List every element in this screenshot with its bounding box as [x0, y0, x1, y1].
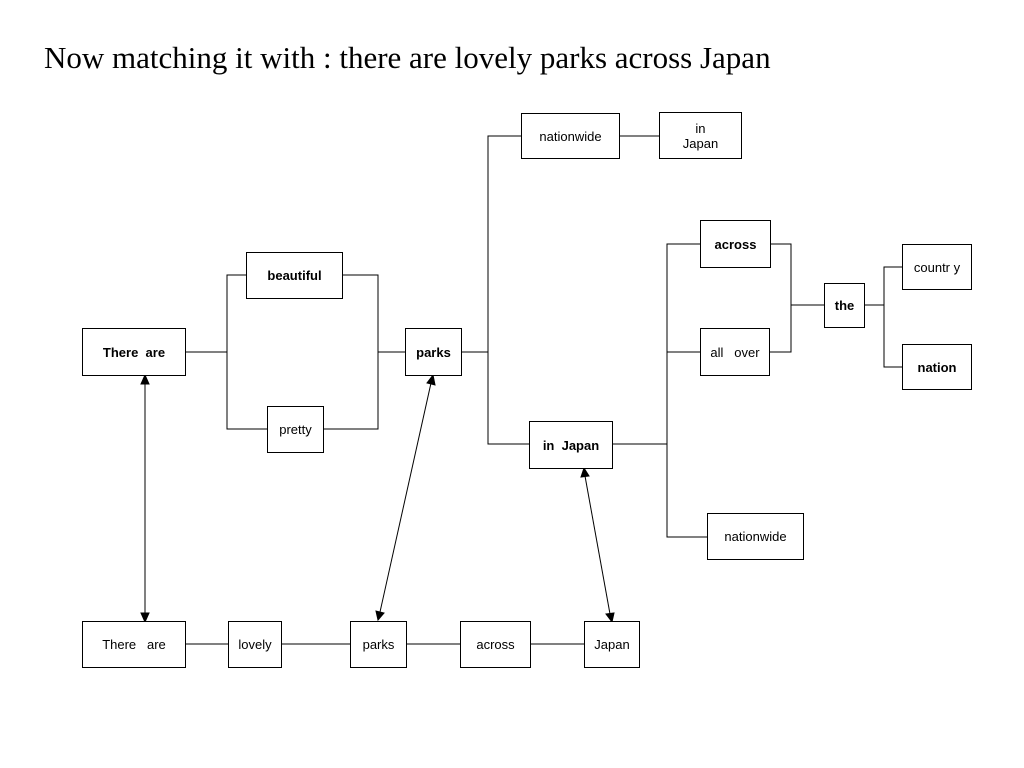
alignment-arrow [584, 475, 611, 615]
arrowhead [605, 612, 615, 624]
node-parks: parks [405, 328, 462, 376]
connector [226, 274, 267, 430]
node-pretty: pretty [267, 406, 324, 453]
node-in-japan: in Japan [529, 421, 613, 469]
node-nationwide-bottom: nationwide [707, 513, 804, 560]
node-beautiful: beautiful [246, 252, 343, 299]
node-nationwide-top: nationwide [521, 113, 620, 159]
arrowhead [580, 466, 590, 478]
arrowhead [375, 610, 385, 622]
connector [883, 266, 903, 368]
slide-title: Now matching it with : there are lovely … [44, 40, 771, 75]
sentence-japan: Japan [584, 621, 640, 668]
sentence-across: across [460, 621, 531, 668]
sentence-lovely: lovely [228, 621, 282, 668]
node-all-over: all over [700, 328, 770, 376]
connector [666, 243, 708, 538]
connector [487, 135, 530, 445]
alignment-arrow [379, 382, 432, 613]
arrowhead [140, 373, 150, 385]
node-the: the [824, 283, 865, 328]
arrowhead [140, 612, 150, 624]
node-country: countr y [902, 244, 972, 290]
node-across: across [700, 220, 771, 268]
node-there-are: There are [82, 328, 186, 376]
sentence-there-are: There are [82, 621, 186, 668]
connector [769, 243, 792, 353]
sentence-parks: parks [350, 621, 407, 668]
node-in-japan-top: in Japan [659, 112, 742, 159]
node-nation: nation [902, 344, 972, 390]
arrowhead [426, 373, 436, 386]
